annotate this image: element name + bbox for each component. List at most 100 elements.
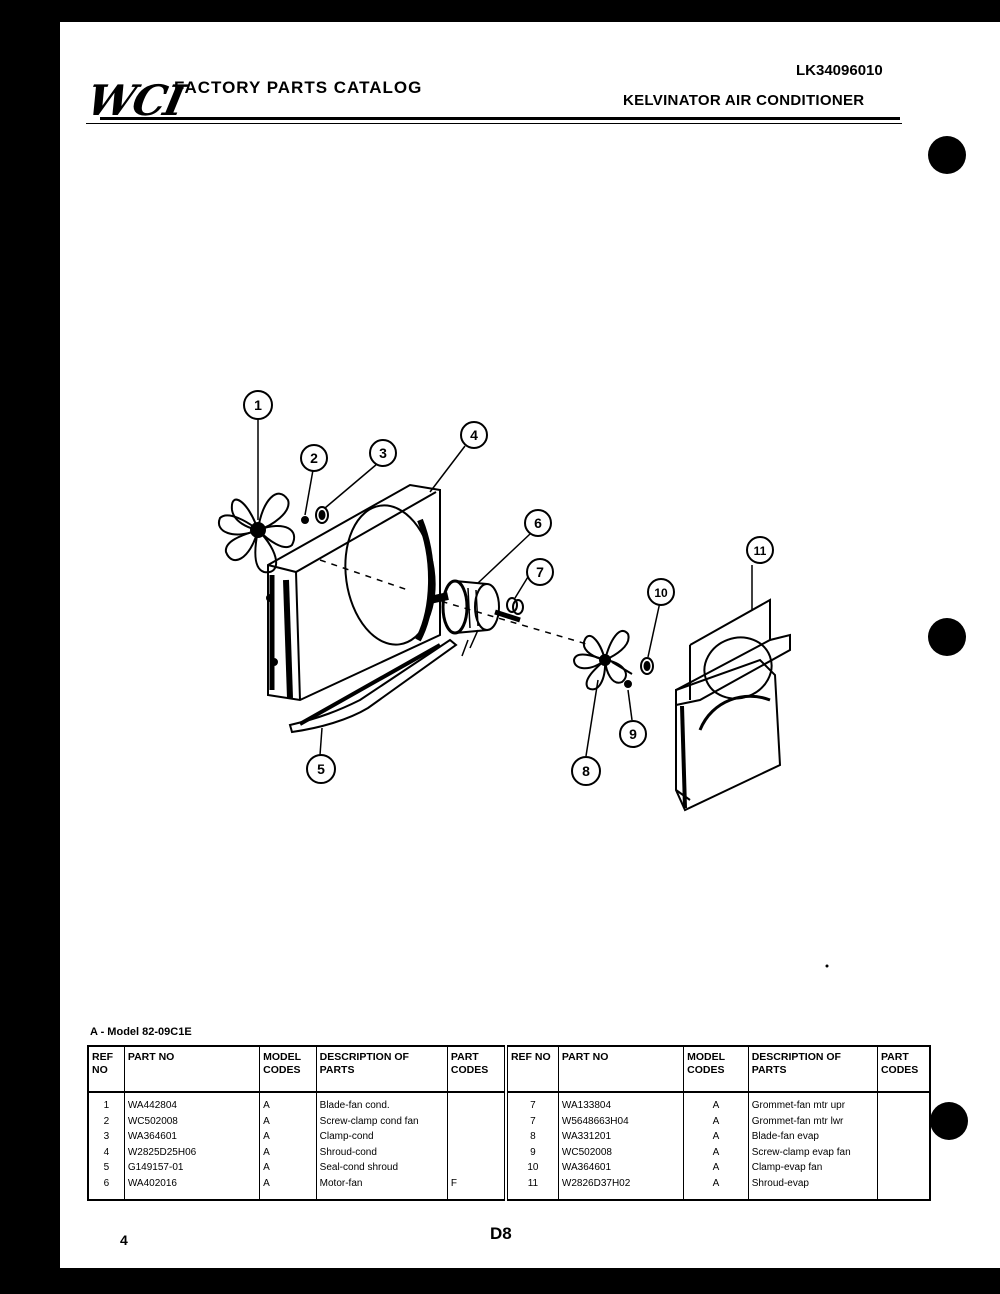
table-cell: A: [712, 1162, 720, 1173]
callout-11: 11: [746, 536, 774, 564]
evaporator-shroud: [675, 598, 791, 812]
table-cell: A: [263, 1162, 270, 1173]
table-cell: Grommet-fan mtr lwr: [751, 1115, 844, 1127]
clamp-evap-fan: [640, 657, 654, 675]
header-rule-thin: [86, 123, 902, 124]
header-part-no: PART NO: [123, 1046, 261, 1093]
table-cell: WA364601: [127, 1131, 177, 1142]
fan-motor: [429, 579, 521, 657]
table-body-row: 1 2 3 4 5 6 WA442804 WC502008 WA364601 W…: [87, 1092, 931, 1200]
table-cell: Blade-fan evap: [751, 1131, 819, 1142]
header-description: DESCRIPTION OF PARTS: [315, 1046, 448, 1093]
callout-5: 5: [306, 754, 336, 784]
table-cell: W2825D25H06: [127, 1146, 197, 1158]
table-cell: Shroud-evap: [751, 1177, 809, 1189]
table-cell: W5648663H04: [561, 1115, 629, 1127]
table-cell: 8: [530, 1131, 536, 1142]
table-cell: 2: [103, 1115, 110, 1127]
table-cell: Clamp-cond: [319, 1131, 374, 1142]
seal-cond-shroud: [288, 638, 458, 734]
header-model-codes-right: MODEL CODES: [683, 1046, 749, 1093]
condenser-shroud: [266, 483, 441, 702]
table-cell: Blade-fan cond.: [319, 1100, 390, 1111]
model-note: A - Model 82-09C1E: [90, 1026, 192, 1038]
svg-text:5: 5: [317, 761, 325, 777]
col-part-left: WA442804 WC502008 WA364601 W2825D25H06 G…: [123, 1092, 261, 1200]
table-cell: Seal-cond shroud: [319, 1162, 399, 1173]
header-rule: [100, 117, 900, 120]
callout-3: 3: [369, 439, 397, 467]
table-cell: WA402016: [127, 1177, 177, 1189]
table-cell: W2826D37H02: [561, 1177, 631, 1189]
col-desc-right: Grommet-fan mtr upr Grommet-fan mtr lwr …: [747, 1092, 878, 1200]
callout-2: 2: [300, 444, 328, 472]
assembly-axis-line: [319, 559, 591, 646]
col-part-right: WA133804 W5648663H04 WA331201 WC502008 W…: [557, 1092, 685, 1200]
col-code-left: F: [446, 1092, 507, 1200]
binder-hole-top: [928, 136, 966, 174]
table-cell: Shroud-cond: [319, 1146, 377, 1158]
svg-text:9: 9: [629, 726, 637, 742]
svg-text:8: 8: [582, 763, 590, 779]
table-cell: 3: [103, 1131, 110, 1142]
callout-9: 9: [619, 720, 647, 748]
table-cell: F: [450, 1177, 457, 1189]
table-cell: WA364601: [561, 1162, 612, 1173]
table-cell: A: [263, 1115, 270, 1127]
svg-text:4: 4: [470, 427, 478, 443]
col-desc-left: Blade-fan cond. Screw-clamp cond fan Cla…: [315, 1092, 448, 1200]
svg-text:11: 11: [754, 544, 767, 558]
table-cell: [451, 1114, 501, 1130]
svg-text:6: 6: [534, 515, 542, 531]
screw-clamp-cond-fan: [301, 516, 309, 524]
table-cell: G149157-01: [127, 1162, 184, 1173]
header-description-right: DESCRIPTION OF PARTS: [747, 1046, 878, 1093]
svg-text:3: 3: [379, 445, 387, 461]
table-cell: WA331201: [561, 1131, 612, 1142]
table-cell: A: [712, 1146, 720, 1158]
header-model-codes: MODEL CODES: [259, 1046, 317, 1093]
svg-text:10: 10: [654, 586, 668, 600]
table-cell: 6: [103, 1177, 110, 1189]
binder-hole-bottom: [930, 1102, 968, 1140]
col-model-left: A A A A A A: [259, 1092, 317, 1200]
catalog-code: LK34096010: [796, 62, 883, 79]
table-cell: WC502008: [561, 1146, 612, 1158]
evaporator-fan-blade: [572, 630, 633, 691]
table-cell: 1: [103, 1100, 110, 1111]
table-cell: 10: [527, 1162, 539, 1173]
binder-hole-middle: [928, 618, 966, 656]
product-name: KELVINATOR AIR CONDITIONER: [623, 92, 865, 109]
table-cell: A: [712, 1100, 720, 1111]
col-ref-right: 7 7 8 9 10 11: [503, 1092, 559, 1200]
callout-7: 7: [526, 558, 554, 586]
table-cell: Screw-clamp evap fan: [751, 1146, 851, 1158]
table-cell: A: [712, 1177, 720, 1189]
parts-table: REF NO PART NO MODEL CODES DESCRIPTION O…: [87, 1045, 931, 1201]
table-cell: WA442804: [127, 1100, 177, 1111]
table-cell: A: [712, 1131, 720, 1142]
condenser-fan-blade: [217, 492, 295, 574]
table-cell: WA133804: [561, 1100, 612, 1111]
page-number: 4: [120, 1232, 128, 1248]
callout-8: 8: [571, 756, 601, 786]
table-cell: A: [712, 1115, 720, 1127]
svg-text:1: 1: [254, 397, 262, 413]
header-part-codes-right: PART CODES: [876, 1046, 931, 1093]
scan-speck: [825, 964, 829, 968]
table-cell: 7: [530, 1100, 536, 1111]
table-cell: [451, 1160, 501, 1176]
header-ref-no-right: REF NO: [503, 1046, 559, 1093]
callout-leaders: [257, 418, 753, 757]
col-ref-left: 1 2 3 4 5 6: [87, 1092, 125, 1200]
header-part-codes: PART CODES: [446, 1046, 507, 1093]
header-ref-no: REF NO: [87, 1046, 125, 1093]
table-cell: 5: [103, 1162, 110, 1173]
table-cell: WC502008: [127, 1115, 178, 1127]
screw-clamp-evap-fan: [624, 680, 632, 688]
table-cell: [451, 1145, 501, 1161]
table-cell: A: [263, 1131, 270, 1142]
table-cell: [451, 1098, 501, 1114]
callout-6: 6: [524, 509, 552, 537]
